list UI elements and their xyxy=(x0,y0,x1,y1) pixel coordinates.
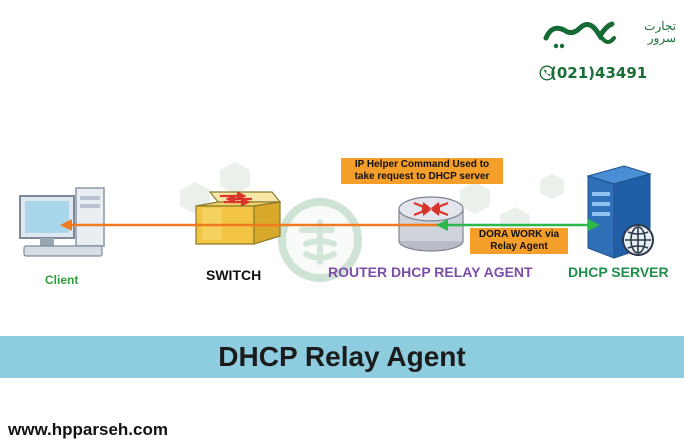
phone-icon xyxy=(539,65,555,81)
relay-arrow xyxy=(436,219,600,231)
dhcp-server-label: DHCP SERVER xyxy=(568,264,669,280)
router-label: ROUTER DHCP RELAY AGENT xyxy=(328,264,533,280)
logo-tagline: تجارت سرور xyxy=(618,20,676,44)
website-url: www.hpparseh.com xyxy=(8,420,168,439)
dora-callout: DORA WORK via Relay Agent xyxy=(470,228,568,254)
logo-tagline-line1: تجارت xyxy=(644,19,676,33)
page-title: DHCP Relay Agent xyxy=(218,341,466,372)
ip-helper-callout-line2: take request to DHCP server xyxy=(354,171,490,182)
dora-callout-line2: Relay Agent xyxy=(490,241,548,252)
dhcp-server-icon xyxy=(586,165,654,259)
watermark-logo-icon xyxy=(278,198,362,282)
ip-helper-callout-line1: IP Helper Command Used to xyxy=(354,159,490,170)
client-label: Client xyxy=(45,273,79,287)
parseh-wordmark-icon xyxy=(543,21,616,49)
dora-callout-line1: DORA WORK via xyxy=(478,229,560,240)
logo-tagline-line2: سرور xyxy=(647,31,676,45)
brand-logo: تجارت سرور (021)43491 xyxy=(539,14,680,88)
switch-label: SWITCH xyxy=(206,267,262,283)
ip-helper-callout: IP Helper Command Used to take request t… xyxy=(341,158,503,184)
title-band: DHCP Relay Agent xyxy=(0,336,684,378)
phone-number: (021)43491 xyxy=(550,64,648,82)
client-computer-icon xyxy=(19,187,105,257)
request-arrow xyxy=(60,219,440,231)
